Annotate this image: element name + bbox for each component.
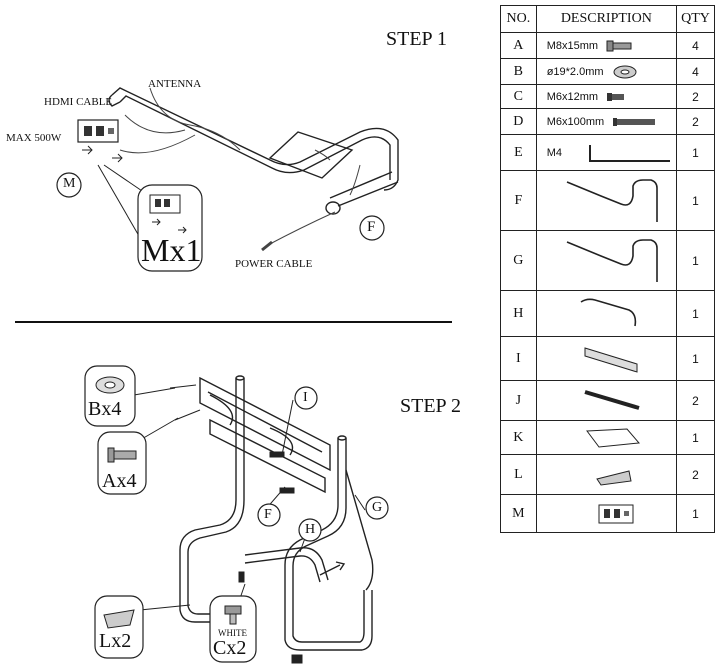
- table-row: G 1: [500, 230, 716, 291]
- power-strip-icon: [598, 504, 634, 523]
- table-row: L 2: [500, 454, 716, 495]
- header-description: DESCRIPTION: [535, 5, 677, 33]
- table-row: B ø19*2.0mm 4: [500, 58, 716, 85]
- table-row: K 1: [500, 420, 716, 455]
- step1-frame: [108, 87, 399, 215]
- header-qty: QTY: [675, 5, 716, 33]
- power-strip-small: [77, 119, 123, 163]
- callout-h: H: [305, 522, 316, 537]
- table-row: H 1: [500, 290, 716, 337]
- step2-title: STEP 2: [400, 395, 461, 417]
- table-row: I 1: [500, 336, 716, 381]
- long-screw-icon: [613, 117, 656, 126]
- washer-icon: [613, 65, 637, 78]
- foot-l-icon: [595, 469, 632, 486]
- white-label: WHITE: [218, 628, 247, 638]
- max-watt-label: MAX 500W: [6, 132, 62, 144]
- antenna-label: ANTENNA: [148, 78, 202, 90]
- bx4-label: Bx4: [88, 398, 122, 420]
- allen-key-icon: [588, 144, 670, 162]
- assembly-diagram: [15, 87, 452, 664]
- rail-j-icon: [584, 389, 640, 410]
- table-row: J 2: [500, 380, 716, 421]
- table-row: A M8x15mm 4: [500, 32, 716, 59]
- power-cable-label: POWER CABLE: [235, 258, 313, 270]
- frame-g-icon: [566, 238, 658, 282]
- mx1-label: Mx1: [141, 232, 202, 268]
- ax4-label: Ax4: [102, 470, 137, 492]
- hdmi-label: HDMI CABLE: [44, 96, 113, 108]
- table-header-row: NO. DESCRIPTION QTY: [500, 5, 716, 33]
- callout-m: M: [63, 176, 76, 191]
- callout-f-step2: F: [264, 507, 272, 522]
- cx2-label: Cx2: [213, 637, 247, 659]
- step2-frame: [179, 375, 374, 651]
- table-row: F 1: [500, 170, 716, 231]
- callout-f-step1: F: [367, 219, 376, 235]
- table-row: M 1: [500, 494, 716, 533]
- bracket-i-icon: [584, 346, 638, 373]
- parts-table: NO. DESCRIPTION QTY A M8x15mm 4 B ø19*2.…: [500, 5, 716, 533]
- lx2-label: Lx2: [99, 630, 132, 652]
- table-row: D M6x100mm 2: [500, 108, 716, 135]
- table-row: C M6x12mm 2: [500, 84, 716, 109]
- step1-title: STEP 1: [386, 28, 447, 50]
- header-no: NO.: [500, 5, 537, 33]
- table-row: E M4 1: [500, 134, 716, 171]
- crossbar-h-icon: [580, 298, 636, 326]
- callout-i: I: [303, 390, 308, 405]
- bolt-icon: [606, 40, 632, 51]
- frame-f-icon: [566, 178, 658, 222]
- short-screw-icon: [607, 92, 625, 101]
- callout-g: G: [372, 500, 383, 515]
- plate-k-icon: [585, 427, 640, 448]
